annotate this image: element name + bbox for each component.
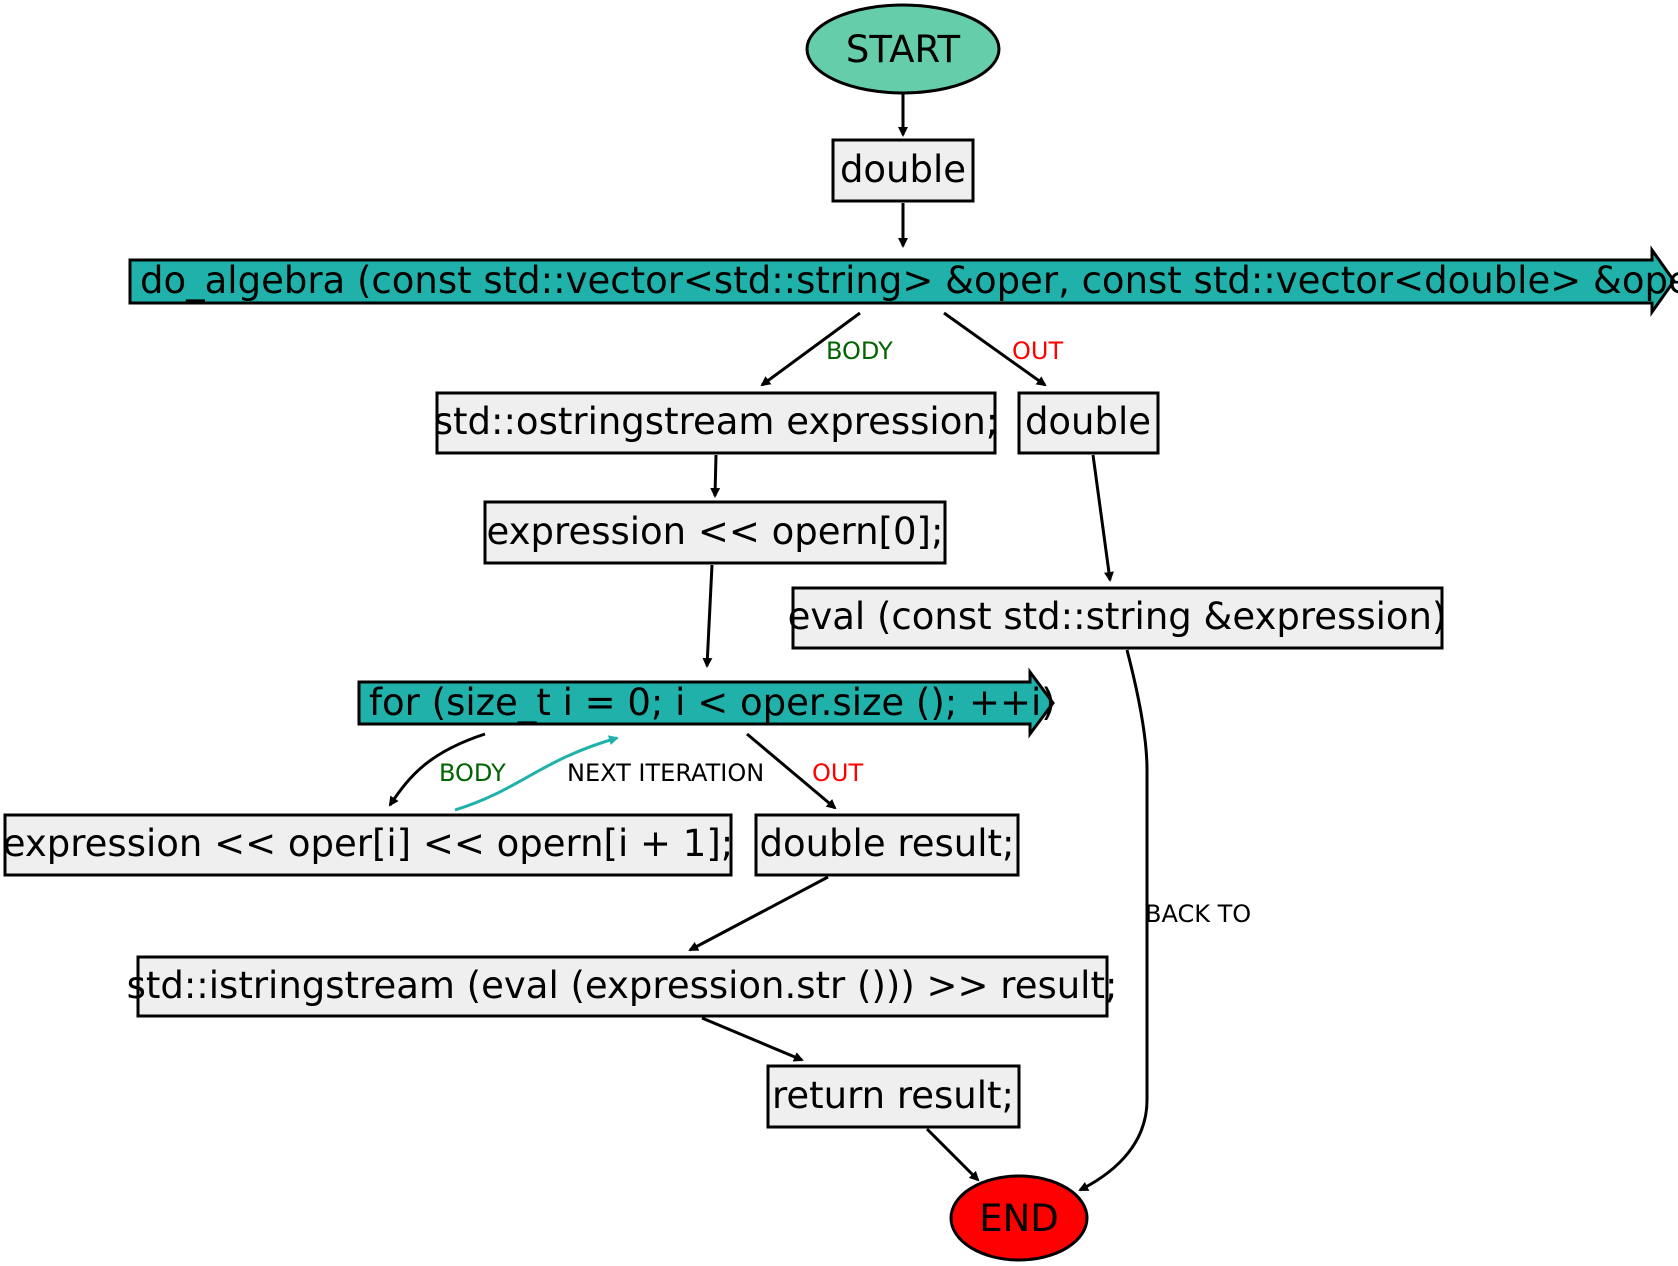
svg-text:expression << oper[i] << opern: expression << oper[i] << opern[i + 1]; [3, 822, 733, 865]
loop-node-for: for (size_t i = 0; i < oper.size (); ++i… [357, 667, 1056, 739]
edge-opern0-for [702, 564, 714, 668]
edge-double2-eval [1091, 454, 1114, 582]
start-node: START [805, 3, 1001, 95]
istringstream-node: std::istringstream (eval (expression.str… [127, 955, 1118, 1018]
edge-body-2 [388, 732, 486, 807]
eval-node: eval (const std::string &expression) [788, 586, 1447, 650]
function-node-do-algebra: do_algebra (const std::vector<std::strin… [128, 245, 1678, 317]
svg-text:do_algebra (const std::vector<: do_algebra (const std::vector<std::strin… [140, 259, 1678, 302]
edge-label-next-iteration: NEXT ITERATION [567, 759, 764, 787]
svg-text:std::istringstream (eval (expr: std::istringstream (eval (expression.str… [127, 964, 1118, 1007]
end-node: END [949, 1174, 1089, 1262]
svg-text:eval (const std::string &expre: eval (const std::string &expression) [788, 595, 1447, 638]
edge-body-1 [760, 311, 861, 387]
return-result-node: return result; [766, 1064, 1021, 1129]
expression-loop-node: expression << oper[i] << opern[i + 1]; [3, 813, 733, 877]
svg-text:START: START [846, 28, 961, 71]
edge-label-body-1: BODY [826, 337, 893, 365]
svg-text:double: double [1025, 400, 1151, 443]
double-node-1: double [831, 138, 975, 203]
edge-result-istringstream [688, 875, 829, 952]
ostringstream-node: std::ostringstream expression; [434, 391, 999, 455]
double-node-2: double [1017, 391, 1160, 455]
edge-out-2 [746, 732, 837, 810]
edge-out-1 [943, 311, 1047, 387]
edge-label-out-1: OUT [1012, 337, 1063, 365]
svg-text:END: END [979, 1197, 1059, 1240]
svg-text:for (size_t i = 0; i < oper.si: for (size_t i = 0; i < oper.size (); ++i… [369, 681, 1056, 724]
expression-opern0-node: expression << opern[0]; [483, 500, 947, 565]
svg-text:return result;: return result; [772, 1074, 1014, 1117]
edge-return-end [925, 1127, 980, 1182]
edge-next-iteration [454, 735, 619, 812]
svg-text:std::ostringstream expression;: std::ostringstream expression; [434, 400, 999, 443]
edge-ostringstream-opern0 [710, 454, 721, 498]
edge-istringstream-return [701, 1016, 804, 1062]
svg-text:double: double [840, 148, 966, 191]
svg-text:expression << opern[0];: expression << opern[0]; [487, 510, 944, 553]
edge-label-back-to: BACK TO [1145, 900, 1251, 928]
svg-text:double result;: double result; [759, 822, 1014, 865]
edge-label-body-2: BODY [439, 759, 506, 787]
double-result-node: double result; [754, 813, 1020, 877]
edge-label-out-2: OUT [812, 759, 863, 787]
edge-back-to [1078, 649, 1149, 1192]
